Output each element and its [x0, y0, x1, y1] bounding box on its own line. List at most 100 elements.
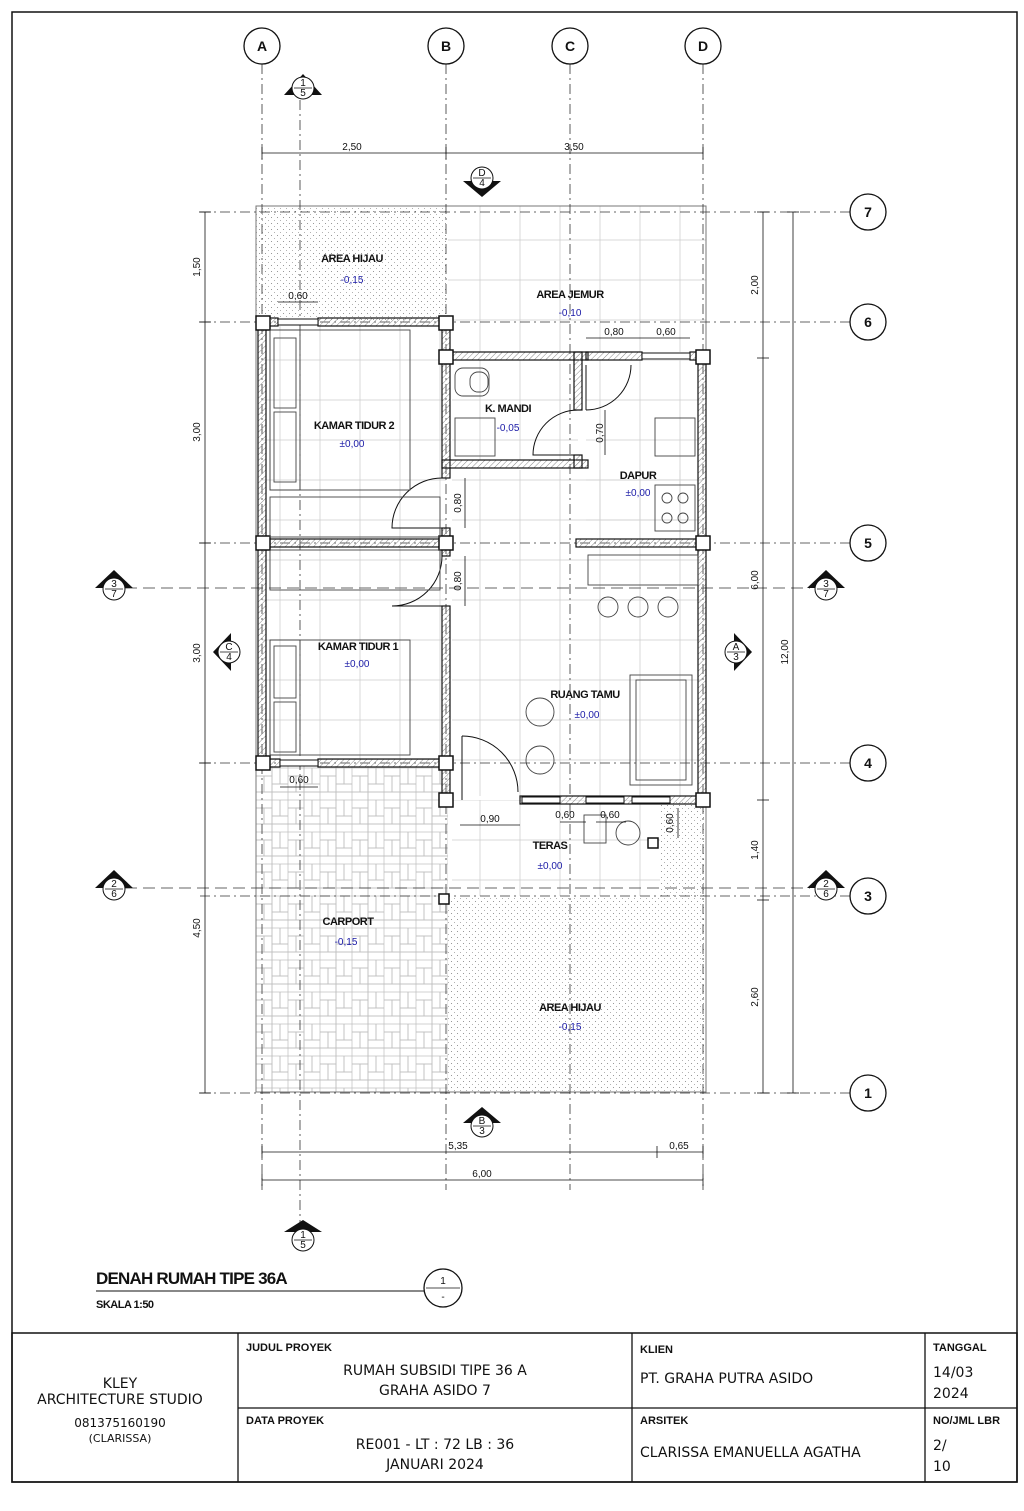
- dim-top-bd: 3,50: [564, 142, 584, 153]
- dim-top-ab: 2,50: [342, 142, 362, 153]
- dim-window-kt2: 0,60: [288, 291, 308, 302]
- svg-text:3: 3: [111, 579, 117, 590]
- svg-text:A: A: [733, 642, 740, 653]
- section-marker-a-3: A 3: [724, 633, 752, 671]
- svg-text:1: 1: [300, 78, 306, 89]
- dim-door-kt2: 0,80: [453, 493, 464, 513]
- grid-label-a: A: [257, 38, 267, 54]
- dim-window-dapur-2: 0,60: [656, 327, 676, 338]
- grid-label-d: D: [698, 38, 708, 54]
- date-year: 2024: [933, 1386, 969, 1402]
- grid-label-6: 6: [864, 314, 872, 330]
- dim-window-dapur-1: 0,80: [604, 327, 624, 338]
- section-marker-2-6-left: 2 6: [95, 870, 133, 901]
- room-name-teras: TERAS: [533, 840, 568, 852]
- svg-text:2: 2: [111, 879, 117, 890]
- room-level-kamar-tidur-1: ±0,00: [345, 659, 370, 670]
- room-name-area-jemur: AREA JEMUR: [536, 289, 604, 301]
- drawing-sheet-ref: -: [441, 1292, 444, 1303]
- dim-left-1: 1,50: [192, 257, 203, 277]
- dimension-labels: 2,50 3,50 1,50 3,00 3,00 4,50 2,00 6,00 …: [192, 142, 791, 1180]
- client-name: PT. GRAHA PUTRA ASIDO: [640, 1371, 813, 1387]
- room-name-area-hijau-top: AREA HIJAU: [321, 253, 383, 265]
- project-title-line-2: GRAHA ASIDO 7: [379, 1383, 491, 1399]
- architect-label: ARSITEK: [640, 1415, 688, 1427]
- svg-text:C: C: [225, 642, 232, 653]
- dim-right-3: 1,40: [750, 840, 761, 860]
- project-title-label: JUDUL PROYEK: [246, 1342, 332, 1354]
- studio-name: KLEY: [103, 1376, 138, 1392]
- section-lines: [125, 587, 810, 889]
- grid-label-4: 4: [864, 755, 872, 771]
- room-level-kamar-tidur-2: ±0,00: [340, 439, 365, 450]
- svg-text:B: B: [479, 1116, 486, 1127]
- room-level-area-hijau-top: -0,15: [341, 275, 364, 286]
- section-marker-3-7-right: 3 7: [807, 570, 845, 601]
- section-markers: 1 5 D 4 C 4 A 3 3 7: [95, 74, 845, 1252]
- dim-door-km: 0,70: [595, 423, 606, 443]
- svg-text:D: D: [478, 168, 485, 179]
- svg-text:3: 3: [479, 1126, 485, 1137]
- project-data-label: DATA PROYEK: [246, 1415, 324, 1427]
- dim-left-4: 4,50: [192, 918, 203, 938]
- grid-label-1: 1: [864, 1085, 872, 1101]
- dim-right-4: 2,60: [750, 987, 761, 1007]
- svg-text:3: 3: [733, 652, 739, 663]
- room-name-kamar-tidur-2: KAMAR TIDUR 2: [314, 420, 395, 432]
- section-marker-1-5-top: 1 5: [284, 74, 322, 100]
- dim-right-2: 6,00: [750, 570, 761, 590]
- svg-text:5: 5: [300, 1240, 306, 1251]
- grid-row-markers: 7 6 5 4 3 1: [849, 193, 887, 1112]
- section-marker-b-3: B 3: [463, 1107, 501, 1138]
- studio-contact: (CLARISSA): [89, 1432, 152, 1445]
- grid-label-b: B: [441, 38, 451, 54]
- svg-text:7: 7: [111, 589, 117, 600]
- room-name-area-hijau-bottom: AREA HIJAU: [539, 1002, 601, 1014]
- svg-text:6: 6: [111, 889, 117, 900]
- svg-text:6: 6: [823, 889, 829, 900]
- dim-right-1: 2,00: [750, 275, 761, 295]
- architect-name: CLARISSA EMANUELLA AGATHA: [640, 1445, 861, 1461]
- section-marker-3-7-left: 3 7: [95, 570, 133, 601]
- svg-text:4: 4: [479, 178, 485, 189]
- dim-right-total: 12,00: [780, 639, 791, 664]
- room-level-carport: -0,15: [335, 937, 358, 948]
- dim-left-3: 3,00: [192, 643, 203, 663]
- svg-text:1: 1: [300, 1230, 306, 1241]
- grid-column-markers: A B C D: [243, 27, 722, 65]
- room-name-k-mandi: K. MANDI: [485, 403, 532, 415]
- studio-subtitle: ARCHITECTURE STUDIO: [37, 1392, 203, 1408]
- svg-text:7: 7: [823, 589, 829, 600]
- svg-text:2: 2: [823, 879, 829, 890]
- sheet-count-label: NO/JML LBR: [933, 1415, 1000, 1427]
- dim-bottom-total: 6,00: [472, 1169, 492, 1180]
- room-level-area-jemur: -0,10: [559, 308, 582, 319]
- dim-door-main: 0,90: [480, 814, 500, 825]
- grid-label-5: 5: [864, 535, 872, 551]
- furniture: [269, 329, 699, 846]
- room-name-dapur: DAPUR: [620, 470, 657, 482]
- room-level-area-hijau-bottom: -0,15: [559, 1022, 582, 1033]
- room-name-carport: CARPORT: [323, 916, 375, 928]
- room-name-kamar-tidur-1: KAMAR TIDUR 1: [318, 641, 399, 653]
- dim-bottom-2: 0,65: [669, 1141, 689, 1152]
- room-level-teras: ±0,00: [538, 861, 563, 872]
- section-marker-2-6-right: 2 6: [807, 870, 845, 901]
- drawing-title-block: DENAH RUMAH TIPE 36A SKALA 1:50 1 -: [96, 1268, 463, 1311]
- svg-text:3: 3: [823, 579, 829, 590]
- svg-text:4: 4: [226, 652, 232, 663]
- section-marker-1-5-bottom: 1 5: [284, 1220, 322, 1252]
- studio-phone: 081375160190: [74, 1416, 166, 1430]
- drawing-title: DENAH RUMAH TIPE 36A: [96, 1269, 287, 1288]
- section-marker-c-4: C 4: [213, 633, 241, 671]
- project-data-line-1: RE001 - LT : 72 LB : 36: [356, 1437, 514, 1453]
- room-labels: AREA HIJAU -0,15 AREA JEMUR -0,10 K. MAN…: [314, 253, 657, 1033]
- room-level-dapur: ±0,00: [626, 488, 651, 499]
- drawing-scale: SKALA 1:50: [96, 1299, 154, 1311]
- room-level-ruang-tamu: ±0,00: [575, 710, 600, 721]
- title-block: KLEY ARCHITECTURE STUDIO 081375160190 (C…: [11, 1332, 1018, 1483]
- grid-label-3: 3: [864, 888, 872, 904]
- columns: [255, 315, 711, 905]
- dim-bottom-1: 5,35: [448, 1141, 468, 1152]
- dimension-lines: [199, 147, 799, 1186]
